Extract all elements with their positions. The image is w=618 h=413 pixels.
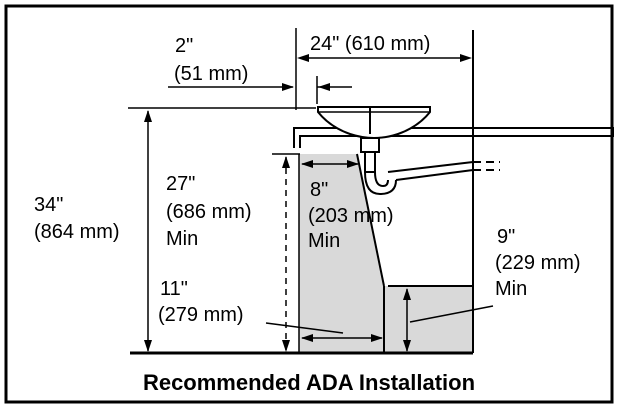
- knee-height-inches: 27": [166, 173, 195, 195]
- knee-clearance-edge: [356, 153, 385, 287]
- toe-depth-leader: [265, 322, 344, 334]
- knee-depth-inches: 8": [310, 179, 328, 201]
- knee-height-min: Min: [166, 228, 198, 250]
- toe-height-arrow-bottom: [403, 340, 411, 352]
- toe-depth-arrow-right: [371, 334, 383, 342]
- toe-depth-inches: 11": [160, 278, 188, 300]
- toe-depth-arrow-left: [301, 334, 313, 342]
- knee-depth-arrow-right: [347, 160, 359, 168]
- outer-frame: [4, 4, 614, 404]
- tailpiece: [364, 151, 376, 173]
- knee-height-mm: (686 mm): [166, 201, 252, 223]
- knee-height-arrow-bottom: [282, 340, 290, 352]
- toe-depth-mm: (279 mm): [158, 304, 244, 326]
- knee-depth-min: Min: [308, 230, 340, 252]
- toe-height-leader: [409, 305, 494, 323]
- drain-pipe-lower: [395, 169, 474, 181]
- depth-arrow-left: [297, 54, 309, 62]
- toe-height-min: Min: [495, 278, 527, 300]
- knee-depth-arrow-left: [301, 160, 313, 168]
- wall-depth-label: 24" (610 mm): [310, 33, 430, 55]
- toe-height-inches: 9": [497, 226, 515, 248]
- knee-height-arrow-top: [282, 156, 290, 168]
- sink-offset-mm: (51 mm): [174, 63, 248, 85]
- drain-pipe-upper: [387, 161, 474, 173]
- total-height-inches: 34": [34, 194, 63, 216]
- diagram-caption: Recommended ADA Installation: [143, 370, 475, 395]
- offset-arrow-right: [282, 83, 294, 91]
- total-height-arrow-top: [144, 110, 152, 122]
- total-height-mm: (864 mm): [34, 221, 120, 243]
- countertop: [293, 127, 614, 148]
- depth-arrow-right: [460, 54, 472, 62]
- p-trap: [364, 171, 397, 196]
- knee-depth-mm: (203 mm): [308, 205, 394, 227]
- p-trap-inner: [374, 171, 389, 188]
- sink-offset-inches: 2": [175, 35, 193, 57]
- knee-toe-clearance-area: [299, 154, 473, 353]
- toe-height-arrow-top: [403, 288, 411, 300]
- offset-arrow-left: [318, 83, 330, 91]
- total-height-arrow-bottom: [144, 340, 152, 352]
- drain-coupling: [360, 137, 380, 153]
- toe-height-mm: (229 mm): [495, 252, 581, 274]
